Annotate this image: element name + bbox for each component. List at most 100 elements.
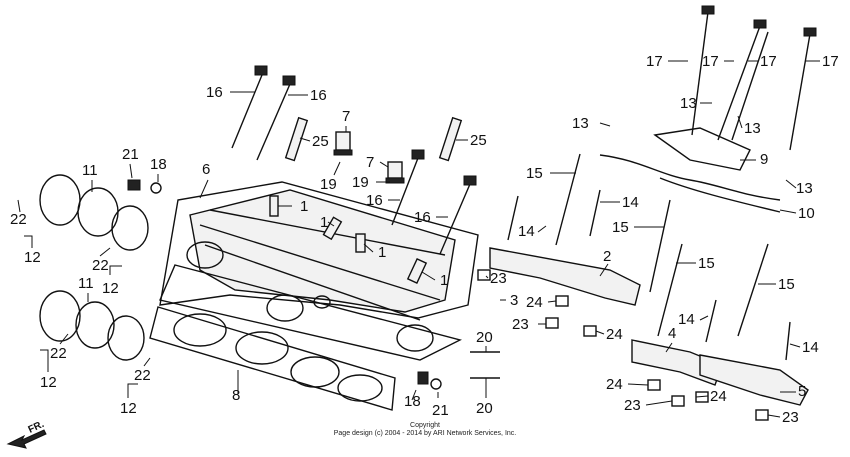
leader-line — [40, 349, 49, 372]
callout-label-23: 23 — [782, 409, 799, 426]
callout-label-19: 19 — [320, 176, 337, 193]
callout-label-12: 12 — [120, 400, 137, 417]
intake-manifolds — [39, 174, 149, 361]
cam-bolts — [507, 5, 817, 361]
callout-label-5: 5 — [798, 383, 806, 400]
leader-line — [547, 300, 557, 303]
leader-line — [24, 235, 33, 248]
leader-lines — [17, 60, 820, 418]
callout-label-1: 1 — [320, 214, 328, 231]
leader-line — [127, 383, 138, 398]
callout-label-20: 20 — [476, 329, 493, 346]
copyright-line-2: Page design (c) 2004 - 2014 by ARI Netwo… — [333, 430, 517, 437]
dowel-pins — [470, 351, 500, 379]
leader-line — [99, 247, 111, 257]
leader-line — [537, 225, 547, 233]
callout-label-8: 8 — [232, 387, 240, 404]
leader-line — [645, 400, 673, 406]
callout-label-13: 13 — [680, 95, 697, 112]
leader-line — [379, 161, 389, 168]
leader-line — [767, 414, 781, 418]
callout-label-21: 21 — [432, 402, 449, 419]
callout-label-15: 15 — [698, 255, 715, 272]
callout-label-25: 25 — [312, 133, 329, 150]
small-bolts — [127, 179, 442, 390]
callout-label-22: 22 — [50, 345, 67, 362]
callout-label-12: 12 — [24, 249, 41, 266]
callout-label-24: 24 — [710, 388, 727, 405]
leader-line — [421, 271, 436, 281]
callout-label-25: 25 — [470, 132, 487, 149]
callout-label-1: 1 — [300, 198, 308, 215]
callout-label-1: 1 — [440, 272, 448, 289]
leader-line — [109, 265, 122, 275]
rocker-holders — [489, 247, 809, 406]
callout-label-10: 10 — [798, 205, 815, 222]
callout-label-16: 16 — [206, 84, 223, 101]
callout-label-2: 2 — [603, 248, 611, 265]
leader-line — [789, 343, 801, 348]
spark-plugs — [284, 116, 463, 162]
leader-line — [695, 395, 709, 398]
callout-label-12: 12 — [102, 280, 119, 297]
callout-label-17: 17 — [822, 53, 839, 70]
callout-label-14: 14 — [678, 311, 695, 328]
callout-label-23: 23 — [624, 397, 641, 414]
callout-label-15: 15 — [612, 219, 629, 236]
leader-line — [411, 389, 417, 401]
callout-label-23: 23 — [490, 270, 507, 287]
callout-label-13: 13 — [744, 120, 761, 137]
callout-label-16: 16 — [414, 209, 431, 226]
leader-line — [665, 342, 673, 353]
leader-line — [599, 263, 609, 277]
leader-line — [143, 357, 151, 367]
head-bolts — [231, 65, 477, 255]
front-arrow-icon: FR. — [6, 419, 47, 449]
callout-labels: 1111234567789101111121212121313131314141… — [10, 53, 839, 426]
leader-line — [595, 330, 605, 335]
callout-label-14: 14 — [518, 223, 535, 240]
callout-label-24: 24 — [606, 326, 623, 343]
callout-label-22: 22 — [92, 257, 109, 274]
callout-label-22: 22 — [134, 367, 151, 384]
leader-line — [333, 161, 341, 176]
callout-label-7: 7 — [366, 154, 374, 171]
callout-label-11: 11 — [78, 275, 94, 292]
callout-label-6: 6 — [202, 161, 210, 178]
callout-label-14: 14 — [622, 194, 639, 211]
callout-label-18: 18 — [150, 156, 167, 173]
callout-label-15: 15 — [778, 276, 795, 293]
leader-line — [737, 115, 743, 129]
callout-label-14: 14 — [802, 339, 819, 356]
callout-label-17: 17 — [646, 53, 663, 70]
callout-label-20: 20 — [476, 400, 493, 417]
callout-label-11: 11 — [82, 162, 98, 179]
callout-label-16: 16 — [366, 192, 383, 209]
callout-label-22: 22 — [10, 211, 27, 228]
callout-label-3: 3 — [510, 292, 518, 309]
callout-label-15: 15 — [526, 165, 543, 182]
callout-label-17: 17 — [760, 53, 777, 70]
callout-label-4: 4 — [668, 325, 676, 342]
oil-plugs — [333, 131, 405, 184]
callout-label-7: 7 — [342, 108, 350, 125]
callout-label-24: 24 — [526, 294, 543, 311]
callout-label-19: 19 — [352, 174, 369, 191]
callout-label-23: 23 — [512, 316, 529, 333]
leader-line — [299, 137, 311, 142]
leader-line — [327, 221, 335, 227]
leader-line — [363, 243, 374, 253]
callout-label-13: 13 — [796, 180, 813, 197]
leader-line — [785, 179, 797, 189]
leader-line — [627, 383, 649, 386]
leader-line — [199, 179, 209, 199]
head-gasket — [149, 306, 396, 411]
callout-label-24: 24 — [606, 376, 623, 393]
copyright-line-1: Copyright — [410, 422, 440, 429]
leader-line — [699, 315, 709, 321]
callout-label-9: 9 — [760, 151, 768, 168]
callout-label-21: 21 — [122, 146, 139, 163]
leader-line — [599, 122, 611, 127]
callout-label-1: 1 — [378, 244, 386, 261]
